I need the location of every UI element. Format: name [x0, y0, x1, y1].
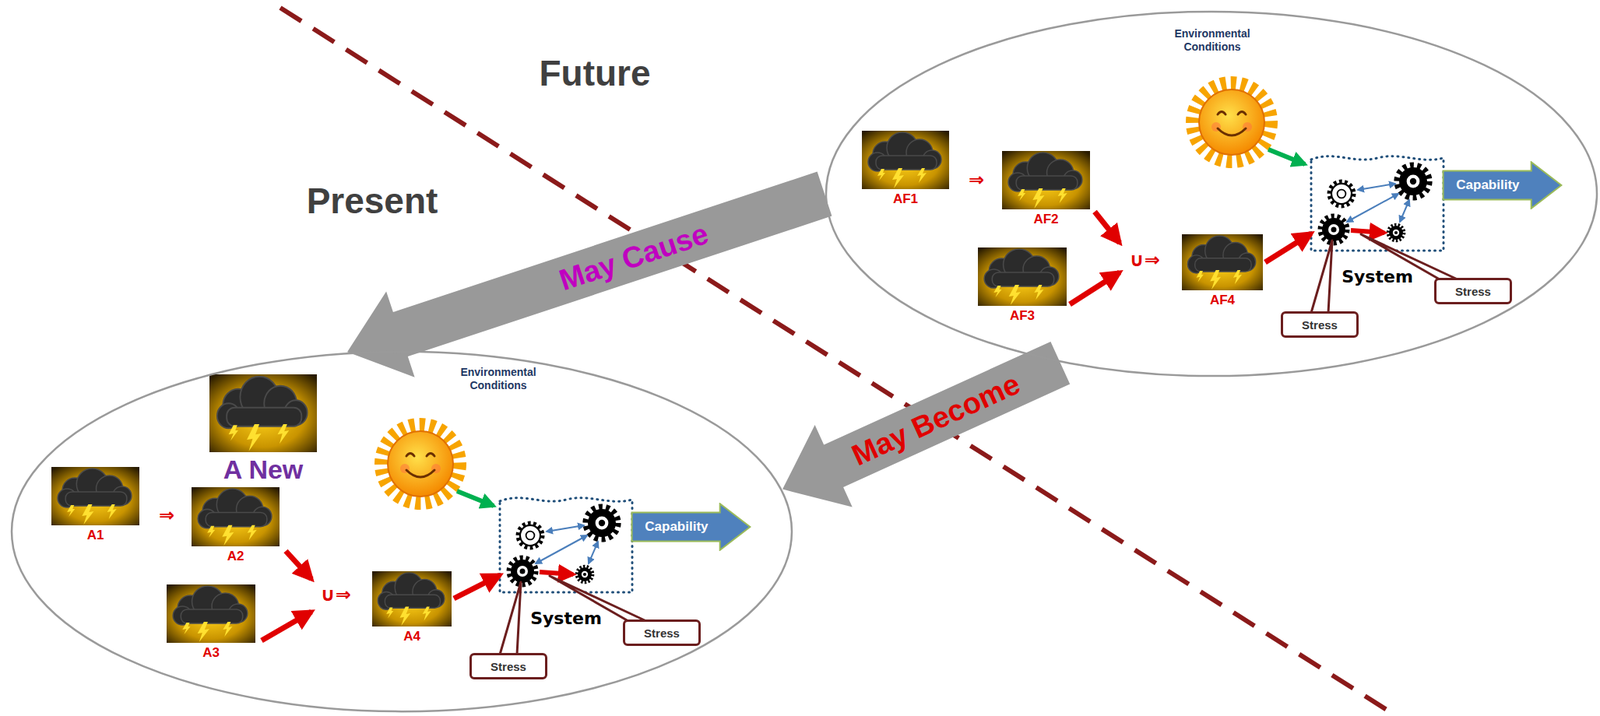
capability-label: Capability: [1455, 177, 1520, 194]
region-heading: Environmental Conditions: [447, 365, 549, 393]
implies-symbol: ⇒: [158, 504, 175, 527]
threat-arrow: [453, 575, 500, 599]
merge-arrows: [261, 211, 1120, 641]
union-implies-symbol: ∪⇒: [1128, 249, 1161, 271]
threat-label: A1: [87, 527, 105, 545]
threat-cloud: AF1: [861, 130, 950, 210]
threat-cloud: A New: [209, 374, 317, 487]
capability-arrow: Capability: [1441, 161, 1563, 210]
region-ellipse: [826, 11, 1597, 377]
region-ellipse: [11, 351, 792, 712]
threat-label: AF4: [1209, 291, 1235, 310]
threat-label: AF1: [893, 190, 918, 208]
threat-cloud: A1: [51, 467, 140, 546]
threat-cloud: AF4: [1181, 234, 1263, 311]
threat-label: AF3: [1009, 307, 1035, 325]
environment-region: Environmental ConditionsAF1AF2AF3 AF4 Syst…: [824, 10, 1599, 378]
new-threat-label: A New: [223, 453, 304, 486]
capability-arrow-body: [632, 503, 751, 551]
threat-cloud: A2: [191, 487, 280, 567]
capability-arrow-body: [1443, 161, 1562, 209]
capability-text-box: Capability: [1441, 161, 1534, 210]
threat-label: AF2: [1033, 210, 1059, 229]
arrow-label: May Cause: [555, 216, 713, 298]
arrow-label: May Become: [846, 366, 1026, 473]
threat-label: A3: [202, 644, 220, 662]
union-implies-symbol: ∪⇒: [320, 583, 352, 606]
time-heading: Present: [306, 179, 439, 222]
stress-callout: Stress: [469, 653, 548, 680]
system-box: System: [499, 495, 633, 633]
stress-label: Stress: [490, 660, 527, 674]
threat-cloud: A4: [372, 571, 452, 648]
capability-arrow: Capability: [630, 502, 752, 552]
threat-arrow: [1265, 233, 1312, 263]
stress-label: Stress: [643, 626, 680, 640]
stress-callout: Stress: [1434, 277, 1513, 305]
system-label: System: [1341, 267, 1414, 288]
stress-label: Stress: [1455, 284, 1491, 299]
time-heading: Future: [538, 52, 651, 95]
environment-region: Environmental Conditions A NewA1A2A3 A4 Sys…: [10, 350, 794, 714]
region-heading: Environmental Conditions: [1161, 27, 1263, 54]
threat-cloud: A3: [166, 584, 256, 664]
system-box: System: [1311, 153, 1444, 292]
stress-callout: Stress: [1280, 311, 1359, 338]
system-label: System: [530, 608, 602, 630]
stress-label: Stress: [1301, 318, 1338, 332]
capability-text-box: Capability: [630, 502, 723, 552]
threat-cloud: AF3: [977, 247, 1067, 327]
threat-cloud: AF2: [1002, 151, 1091, 230]
system-illustration: [381, 425, 647, 655]
stress-callout: Stress: [622, 619, 701, 647]
threat-label: A2: [227, 548, 245, 566]
system-illustration: [1192, 83, 1458, 313]
implies-symbol: ⇒: [968, 168, 985, 191]
threat-label: A4: [403, 628, 421, 646]
storm-clouds: [51, 130, 1263, 644]
capability-label: Capability: [644, 519, 708, 535]
block-arrow: [782, 341, 1070, 508]
